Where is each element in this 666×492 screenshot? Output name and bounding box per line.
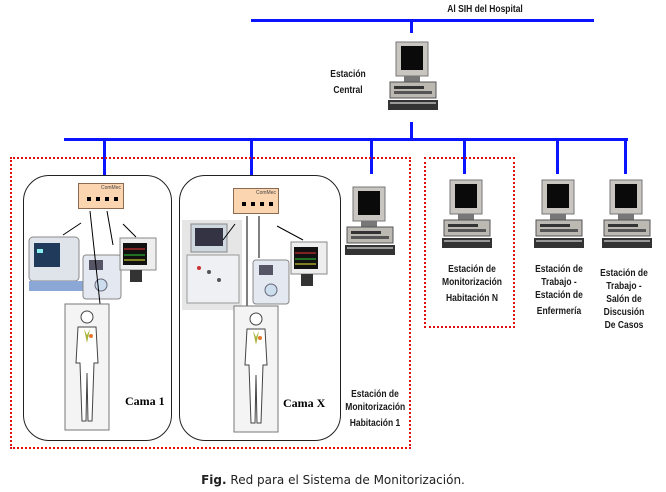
anesthesia-machine-icon [182,220,242,310]
nursing-station-label: Estación de Trabajo - Estación de Enferm… [535,264,583,317]
room-n-boundary [424,157,515,328]
bed-1-hub: ComMec [78,183,124,209]
drop-bedx [250,140,253,192]
patient-monitor-icon [290,241,328,286]
main-lan-bus [64,138,628,141]
nursing-station-computer-icon [532,178,588,256]
caption-text: Red para el Sistema de Monitorización. [226,473,465,487]
patient-monitor-icon [119,237,157,282]
discussion-room-computer-icon [600,178,656,256]
room-n-station-label: Estación de Monitorización Habitación N [442,264,502,304]
caption-prefix: Fig. [201,473,227,487]
bed-1-patient-icon [64,303,110,431]
central-downlink [410,122,413,140]
central-station-computer-icon [386,40,442,118]
drop-station-nursing [556,140,559,174]
bed-x-devices [182,216,328,310]
infusion-pump-icon [252,259,290,305]
room-1-station-label: Estación de Monitorización Habitación 1 [345,389,406,429]
central-station-label: Estación Central [330,69,366,96]
discussion-room-label: Estación de Trabajo - Salón de Discusión… [600,268,648,331]
central-uplink [410,21,413,33]
bed-x-label: Cama X [283,396,326,410]
drop-bed1 [103,140,106,188]
bed-x-patient-icon [233,305,279,433]
bed-1-label: Cama 1 [125,394,165,408]
figure-caption: Fig. Red para el Sistema de Monitorizaci… [0,473,666,487]
room-1-boundary [10,157,411,449]
infusion-pump-icon [82,254,122,300]
drop-station-discussion [624,140,627,174]
room-1-station-computer-icon [343,185,399,263]
bed-x-hub: ComMec [233,188,279,214]
room-n-station-computer-icon [440,178,496,256]
hospital-network-bus [251,19,594,22]
bed-1-devices [28,210,157,314]
ventilator-icon [28,236,87,291]
hospital-link-label: Al SIH del Hospital [447,4,523,15]
